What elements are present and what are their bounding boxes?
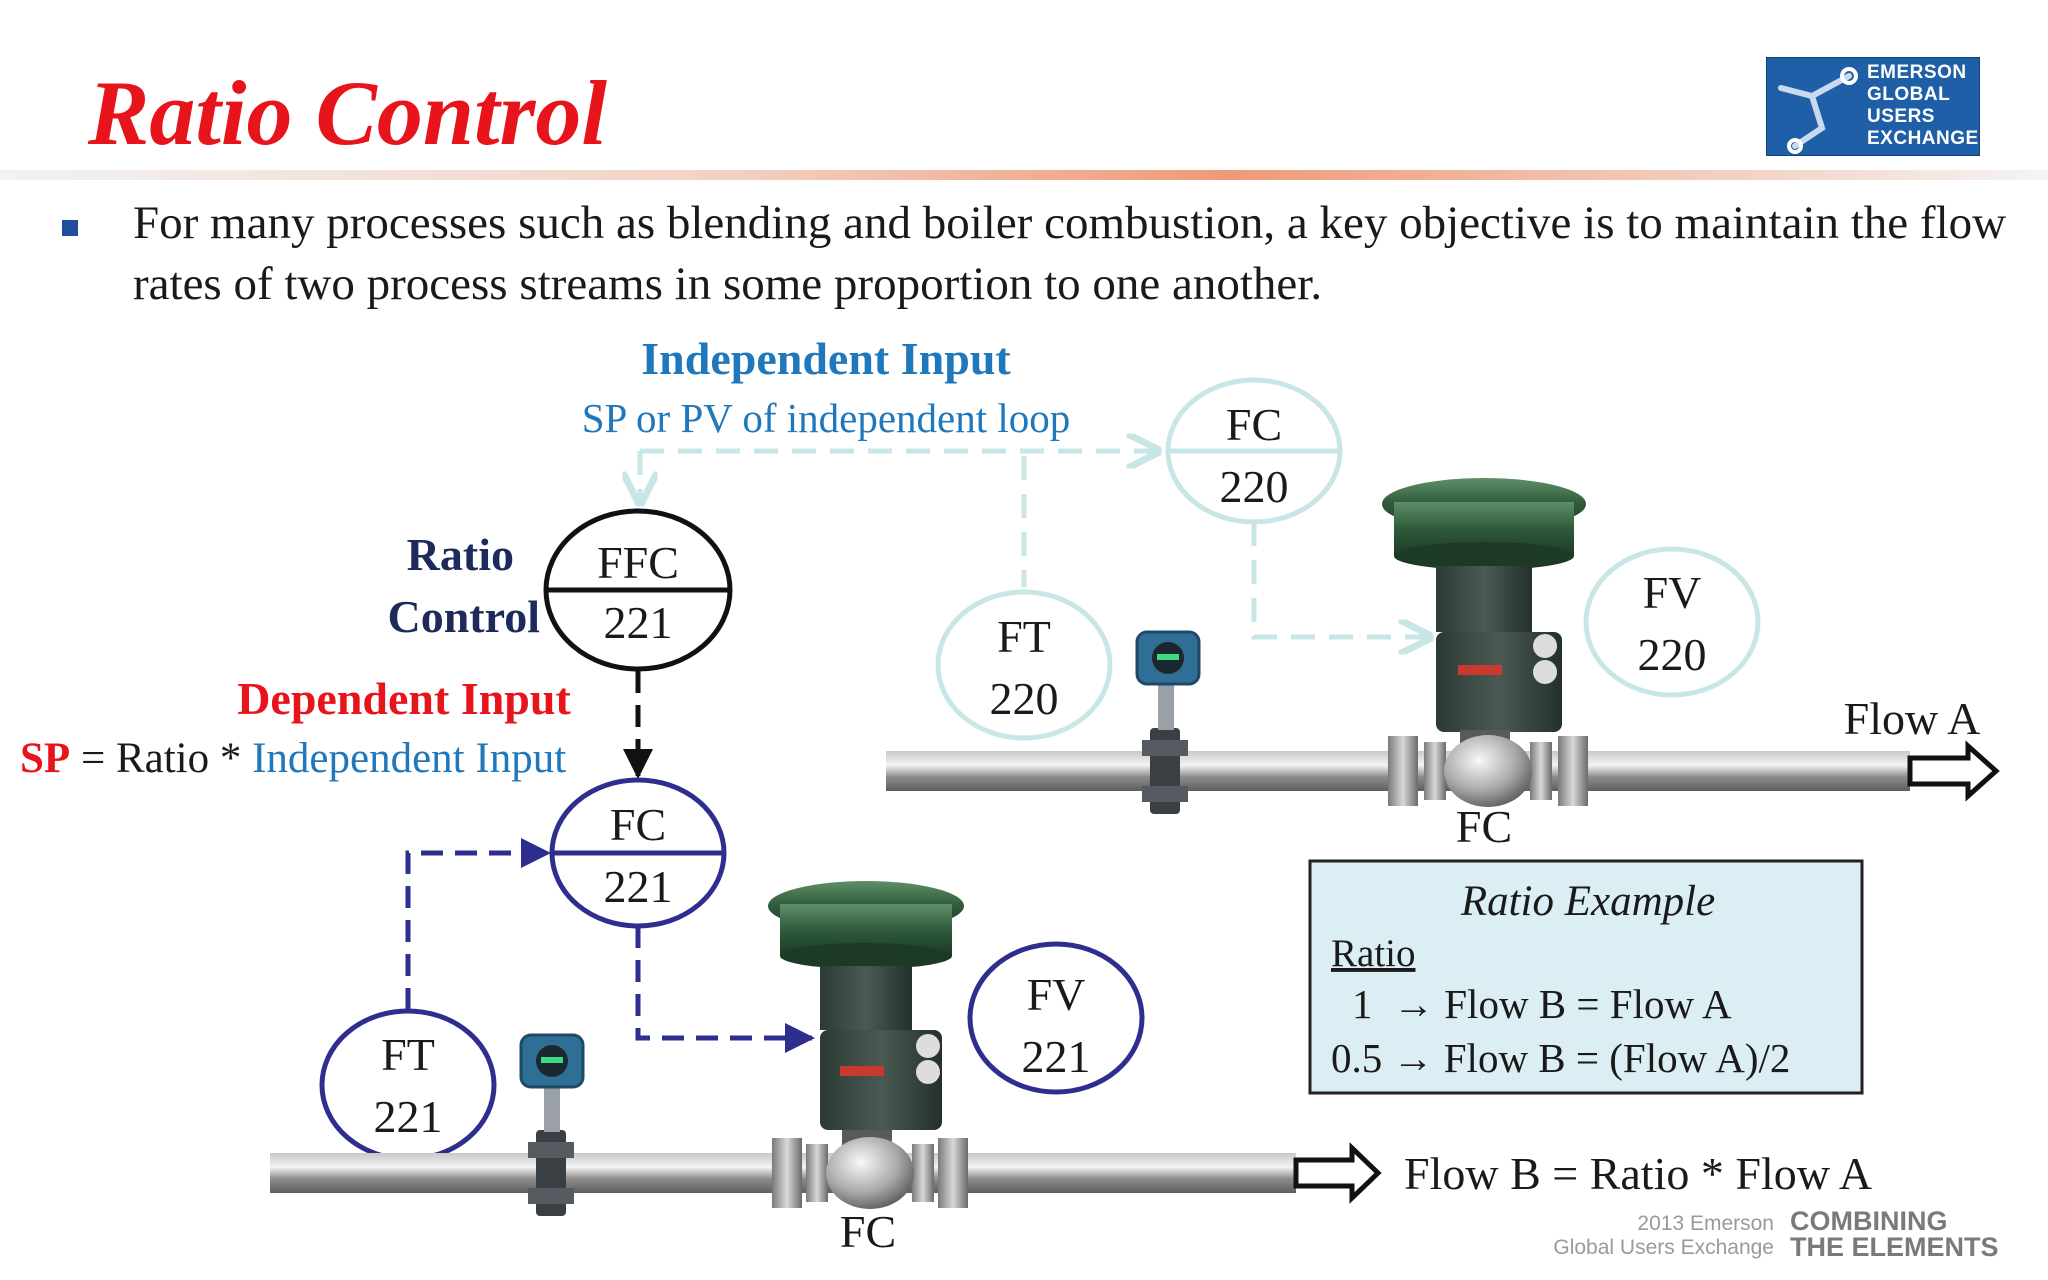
bubble-fv221: FV 221 xyxy=(967,941,1145,1095)
transmitter-220 xyxy=(1135,630,1201,814)
page-title: Ratio Control xyxy=(88,62,607,164)
bubble-fc220: FC 220 xyxy=(1165,377,1343,525)
bubble-ft221: FT 221 xyxy=(319,1008,497,1162)
dependent-signal-lines xyxy=(405,838,815,1053)
independent-input-sub: SP or PV of independent loop xyxy=(582,395,1071,441)
flow-b-label: Flow B = Ratio * Flow A xyxy=(1404,1148,1872,1199)
bullet-text: For many processes such as blending and … xyxy=(133,197,2007,310)
dependent-equation: SP = Ratio * Independent Input xyxy=(20,735,566,782)
bullet-marker xyxy=(62,220,78,236)
valve-220-fc-label: FC xyxy=(1456,801,1512,852)
flow-a-label: Flow A xyxy=(1844,693,1981,744)
footer-slogan-2: THE ELEMENTS xyxy=(1790,1232,1999,1262)
equation-sp: SP xyxy=(20,735,70,782)
logo-line-3: USERS xyxy=(1867,106,1935,127)
fv221-tag: FV xyxy=(1027,969,1086,1020)
bubble-fv220: FV 220 xyxy=(1583,546,1761,698)
ratio-label-line1: Ratio xyxy=(407,529,514,580)
title-divider xyxy=(0,170,2048,180)
control-valve-220 xyxy=(1382,478,1588,807)
ratio-label-line2: Control xyxy=(388,591,541,642)
flow-a-arrow xyxy=(1907,740,2000,802)
bubble-ffc221: FFC 221 xyxy=(543,508,733,672)
ft221-tag: FT xyxy=(381,1029,435,1080)
logo-line-1: EMERSON xyxy=(1867,62,1967,83)
dependent-input-heading: Dependent Input xyxy=(237,673,571,724)
bubble-fc221: FC 221 xyxy=(549,777,727,929)
fc220-tag: FC xyxy=(1226,399,1282,450)
ffc221-tag: FFC xyxy=(597,537,679,588)
logo-line-2: GLOBAL xyxy=(1867,84,1951,105)
independent-input-heading: Independent Input xyxy=(641,333,1011,384)
equation-end: Independent Input xyxy=(252,735,566,782)
ratio-example-box: Ratio Example Ratio 1 → Flow B = Flow A … xyxy=(1308,859,1864,1095)
footer-year: 2013 Emerson xyxy=(1637,1212,1774,1235)
fc221-tag: FC xyxy=(610,799,666,850)
fv220-num: 220 xyxy=(1638,629,1707,680)
footer-org: Global Users Exchange xyxy=(1553,1236,1774,1259)
ratio-example-title: Ratio Example xyxy=(1460,878,1715,925)
fc220-num: 220 xyxy=(1220,461,1289,512)
molecule-icon xyxy=(1778,67,1858,154)
fv220-tag: FV xyxy=(1643,567,1702,618)
ratio-example-row2: 0.5 → Flow B = (Flow A)/2 xyxy=(1331,1035,1790,1081)
fv221-num: 221 xyxy=(1022,1031,1091,1082)
flow-b-arrow xyxy=(1293,1142,1382,1204)
control-valve-221 xyxy=(768,881,968,1209)
valve-221-fc-label: FC xyxy=(840,1206,896,1257)
bubble-ft220: FT 220 xyxy=(935,589,1113,741)
ft220-num: 220 xyxy=(990,673,1059,724)
ratio-example-header: Ratio xyxy=(1331,932,1416,975)
ft221-num: 221 xyxy=(374,1091,443,1142)
ratio-example-row1: 1 → Flow B = Flow A xyxy=(1352,981,1732,1027)
equation-mid: = Ratio * xyxy=(70,735,252,782)
independent-signal-lines xyxy=(640,451,1430,637)
ffc221-num: 221 xyxy=(604,597,673,648)
fc221-num: 221 xyxy=(604,861,673,912)
transmitter-221 xyxy=(519,1033,585,1216)
ft220-tag: FT xyxy=(997,611,1051,662)
emerson-logo: EMERSON GLOBAL USERS EXCHANGE xyxy=(1766,57,1980,156)
logo-line-4: EXCHANGE xyxy=(1867,128,1979,149)
footer-slogan-1: COMBINING xyxy=(1790,1206,1948,1236)
